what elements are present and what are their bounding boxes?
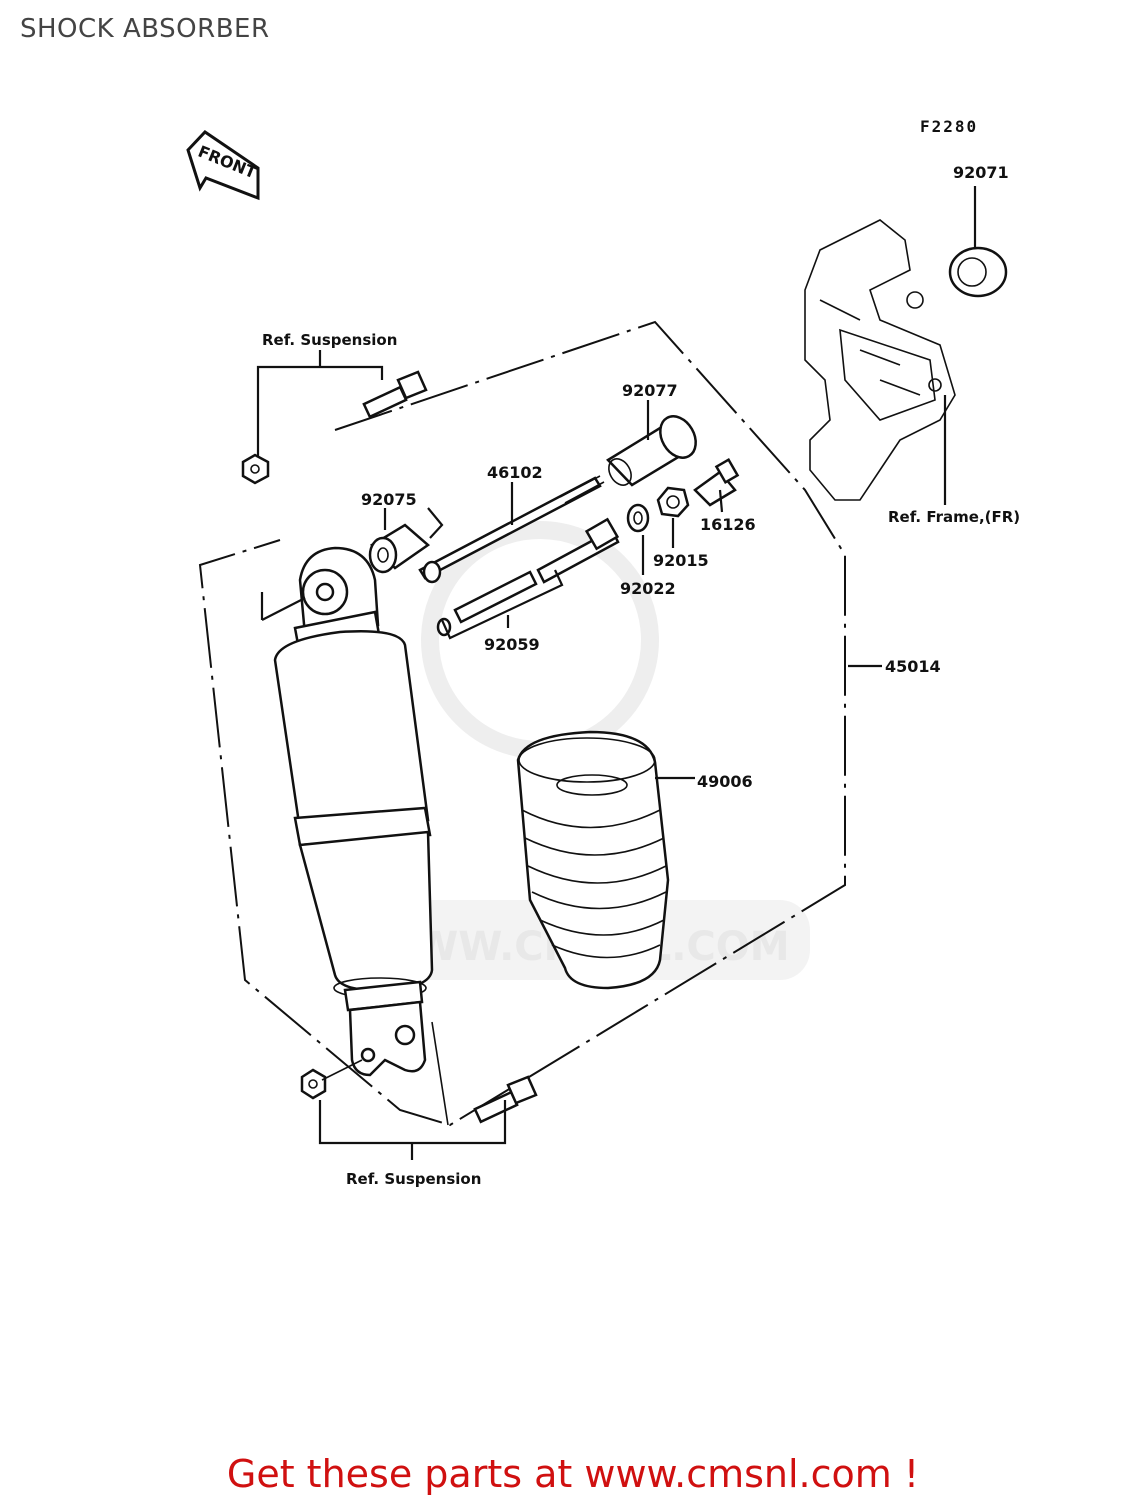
ref-suspension-bottom: Ref. Suspension xyxy=(346,1170,481,1188)
part-16126-icon xyxy=(693,457,740,513)
part-92077-icon xyxy=(606,400,697,487)
shock-absorber-icon xyxy=(260,546,434,1077)
ref-suspension-top: Ref. Suspension xyxy=(262,331,397,349)
part-92059-icon xyxy=(436,517,620,640)
assembly-outline xyxy=(198,320,846,1127)
part-46102-icon xyxy=(418,475,605,584)
label-49006: 49006 xyxy=(697,772,753,791)
label-92059: 92059 xyxy=(484,635,540,654)
nut-top-icon xyxy=(241,453,270,485)
ref-frame: Ref. Frame,(FR) xyxy=(888,508,1020,526)
part-92022-icon xyxy=(626,503,650,575)
bolt-bottom-icon xyxy=(431,1021,538,1126)
part-92075-icon xyxy=(368,507,444,574)
label-45014: 45014 xyxy=(885,657,941,676)
figure-code: F2280 xyxy=(920,117,978,136)
label-16126: 16126 xyxy=(700,515,756,534)
label-92015: 92015 xyxy=(653,551,709,570)
bolt-top-icon xyxy=(362,370,428,419)
page-title: SHOCK ABSORBER xyxy=(20,14,270,44)
part-92071-icon xyxy=(948,186,1008,298)
nut-bottom-icon xyxy=(300,1059,363,1100)
frame-bracket xyxy=(804,219,956,501)
part-92015-icon xyxy=(656,486,690,548)
part-49006-boot-icon xyxy=(516,730,695,990)
cta-link[interactable]: Get these parts at www.cmsnl.com ! xyxy=(226,1452,920,1496)
label-92022: 92022 xyxy=(620,579,676,598)
label-92077: 92077 xyxy=(622,381,678,400)
label-92071: 92071 xyxy=(953,163,1009,182)
label-92075: 92075 xyxy=(361,490,417,509)
front-arrow-icon: FRONT xyxy=(186,130,260,201)
label-46102: 46102 xyxy=(487,463,543,482)
